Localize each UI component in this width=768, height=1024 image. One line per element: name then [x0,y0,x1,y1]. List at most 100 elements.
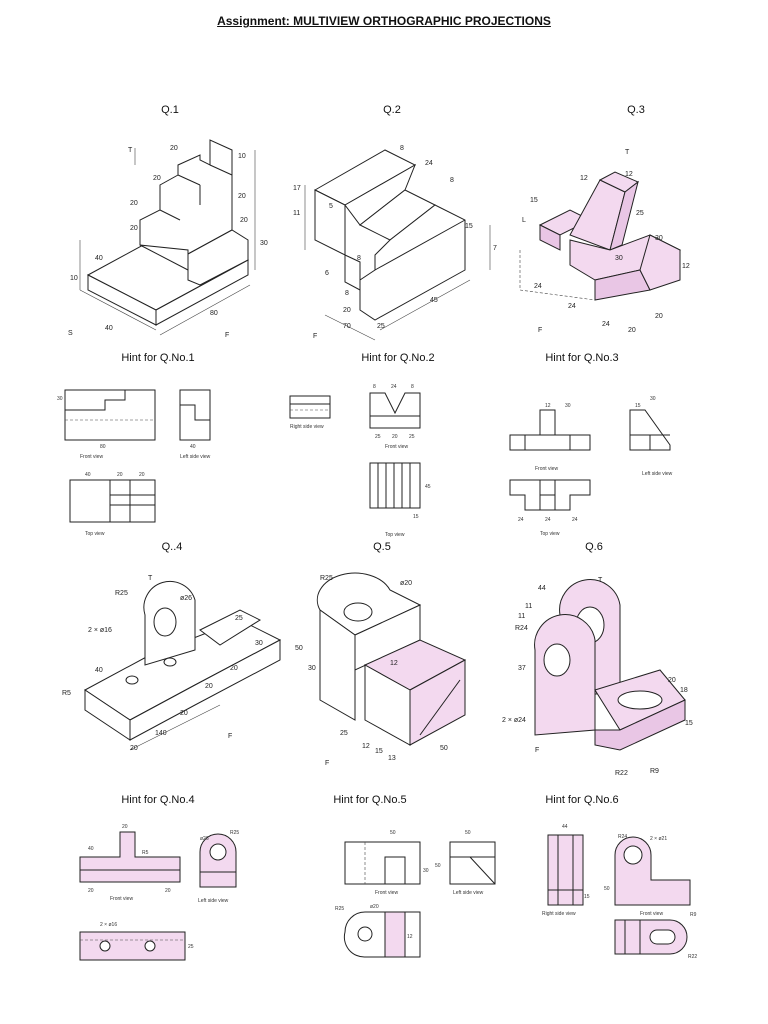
q5-dim-4: 12 [390,660,398,667]
hint4-front-label: Front view [110,896,133,902]
q1-dim-9: 10 [70,275,78,282]
hint4-dim-1: ø26 [200,836,209,842]
q2-dim-2: 8 [450,177,454,184]
q3-dim-3: 25 [636,210,644,217]
q3-arrow-T: T [625,149,630,156]
q4-dim-2: 2 × ø16 [88,627,112,634]
q1-label: Q.1 [161,104,179,116]
hint3-dim-0: 12 [545,403,551,409]
hint4-left-label: Left side view [198,898,229,904]
hint2-dim-2: 8 [411,384,414,390]
q2-dim-14: 7 [493,245,497,252]
hint4-orthographic-views: Front view Left side view 20 ø26 R25 40 … [60,822,260,972]
q2-dim-6: 15 [465,223,473,230]
hint6-front-label: Front view [640,911,663,917]
hint4-dim-0: 20 [122,824,128,830]
q1-dim-8: 20 [240,217,248,224]
q5-isometric-drawing: R25 ø20 50 30 12 25 12 15 13 50 F [290,570,490,775]
hint4-dim-8: 2 × ø16 [100,922,117,928]
hint4-dim-3: 40 [88,846,94,852]
hint3-dim-9: 24 [545,517,551,523]
q5-dim-8: 13 [388,755,396,762]
hint5-dim-0: 50 [390,830,396,836]
hint1-dim-0: 30 [57,396,63,402]
q5-dim-9: 50 [440,745,448,752]
q4-dim-8: 20 [205,683,213,690]
hint6-dim-6: R22 [688,954,697,960]
q3-dim-8: 24 [568,303,576,310]
q6-dim-5: 20 [668,677,676,684]
q2-dim-8: 6 [325,270,329,277]
q1-arrow-S: S [68,330,73,337]
q5-dim-5: 25 [340,730,348,737]
q2-dim-13: 45 [430,297,438,304]
hint2-dim-1: 24 [391,384,397,390]
hint6-dim-5: R9 [690,912,697,918]
q3-dim-9: 24 [602,321,610,328]
q2-dim-9: 8 [345,290,349,297]
q2-dim-12: 25 [377,323,385,330]
q1-dim-1: 10 [238,153,246,160]
q6-dim-2: 11 [518,613,525,620]
q1-dim-0: 20 [170,145,178,152]
q1-dim-11: 80 [210,310,218,317]
hint1-orthographic-views: Front view Left side view Top view 30 80… [55,380,245,540]
q3-dim-5: 30 [615,255,623,262]
q3-dim-4: 30 [655,235,663,242]
q3-dim-0: 15 [530,197,538,204]
q6-dim-1: 11 [525,603,532,610]
hint3-dim-4: 15 [635,403,641,409]
hint2-dim-11: 45 [425,484,431,490]
hint5-dim-6: 12 [407,934,413,940]
q2-dim-7: 8 [357,255,361,262]
q4-dim-1: ø26 [180,595,192,602]
hint3-dim-3: 30 [650,396,656,402]
hint3-front-label: Front view [535,466,558,472]
q4-dim-4: 40 [95,667,103,674]
hint5-dim-3: 30 [423,868,429,874]
hint5-dim-4: R25 [335,906,344,912]
hint3-dim-10: 24 [572,517,578,523]
hint4-dim-2: R25 [230,830,239,836]
q2-dim-5: 5 [329,203,333,210]
hint2-dim-10: 25 [409,434,415,440]
hint1-dim-5: 40 [190,444,196,450]
q3-dim-1: 12 [580,175,588,182]
hint3-orthographic-views: Front view Left side view Top view 12 30… [500,395,700,545]
hint4-dim-9: 25 [188,944,194,950]
q1-dim-3: 20 [130,200,138,207]
q6-label: Q.6 [585,541,603,553]
hint2-dim-17: 15 [413,514,419,520]
q2-isometric-drawing: 8 24 8 17 11 5 15 8 6 8 20 70 25 45 7 F [285,130,505,345]
q3-dim-6: 12 [682,263,690,270]
q1-dim-6: 40 [95,255,103,262]
q3-dim-7: 24 [534,283,542,290]
hint4-label: Hint for Q.No.4 [121,794,195,806]
q4-dim-6: 30 [255,640,263,647]
q6-isometric-drawing: 44 11 11 R24 37 20 18 15 2 × ø24 R22 R9 … [500,570,700,780]
q1-isometric-drawing: 20 10 20 20 20 30 40 20 20 10 40 80 T S … [60,130,280,345]
q4-dim-11: 20 [130,745,138,752]
q1-dim-2: 20 [153,175,161,182]
hint5-dim-2: 50 [435,863,441,869]
q3-dim-11: 20 [655,313,663,320]
q5-dim-0: R25 [320,575,333,582]
q2-dim-10: 20 [343,307,351,314]
q5-dim-6: 12 [362,743,370,750]
hint6-orthographic-views: Right side view Front view 44 R24 2 × ø2… [540,820,720,965]
hint3-top-label: Top view [540,531,560,537]
q1-arrow-T: T [128,147,133,154]
hint2-dim-8: 25 [375,434,381,440]
hint2-right-label: Right side view [290,424,324,430]
q6-dim-0: 44 [538,585,546,592]
q6-dim-3: R24 [515,625,528,632]
q2-dim-11: 70 [343,323,351,330]
page-title: Assignment: MULTIVIEW ORTHOGRAPHIC PROJE… [217,14,551,28]
hint3-dim-8: 24 [518,517,524,523]
hint2-dim-9: 20 [392,434,398,440]
q4-label: Q..4 [161,541,183,553]
q5-dim-3: 30 [308,665,316,672]
q4-arrow-T: T [148,575,153,582]
q5-arrow-F: F [325,760,329,767]
hint1-dim-8: 20 [139,472,145,478]
